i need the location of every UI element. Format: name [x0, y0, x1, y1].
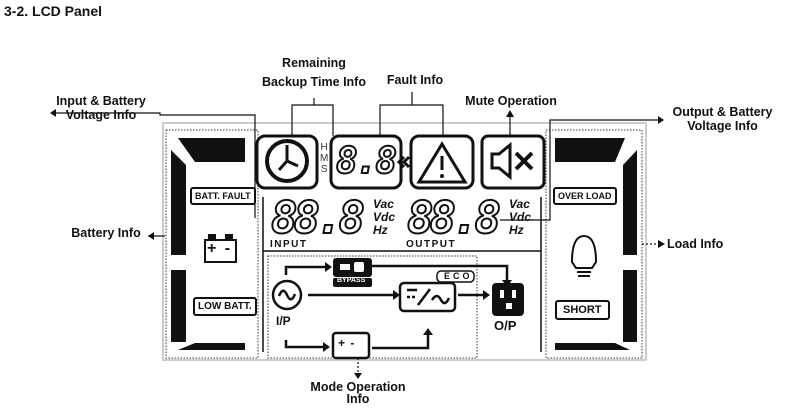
callout-line: Mode Operation	[310, 380, 406, 394]
unit-m: M	[320, 153, 329, 164]
batt-fault-indicator: BATT. FAULT	[190, 187, 256, 205]
callout-output-battery: Output & Battery Voltage Info	[665, 105, 780, 133]
outlet-icon	[492, 283, 524, 316]
callout-line: Voltage Info	[65, 108, 137, 122]
callout-line: Input & Battery	[56, 94, 146, 108]
callout-remaining-backup: Remaining Backup Time Info	[262, 56, 366, 89]
output-label: OUTPUT	[406, 239, 457, 250]
callout-mute: Mute Operation	[465, 94, 557, 108]
output-digits: 88.8	[406, 193, 502, 244]
clock-box	[255, 134, 319, 190]
input-units: Vac Vdc Hz	[373, 198, 395, 237]
battery-zone	[165, 129, 259, 359]
callout-line: Info	[346, 392, 370, 406]
callout-line: Voltage Info	[687, 119, 758, 133]
battery-mode-icon	[331, 331, 371, 360]
clock-icon	[265, 139, 309, 183]
unit-hz: Hz	[373, 223, 388, 237]
callout-input-battery: Input & Battery Voltage Info	[50, 94, 152, 122]
battery-mode-symbol: + -	[338, 336, 356, 350]
ac-input-icon	[271, 279, 303, 311]
mode-zone	[267, 255, 478, 359]
op-label: O/P	[494, 318, 517, 333]
bulb-icon	[570, 234, 598, 277]
input-label: INPUT	[270, 239, 308, 250]
battery-symbol: + -	[207, 240, 233, 257]
battery-icon	[204, 234, 237, 263]
chevron-left-icon	[396, 155, 411, 169]
battery-level-bars	[171, 138, 245, 350]
section-title: 3-2. LCD Panel	[4, 3, 103, 19]
unit-h: H	[320, 142, 328, 153]
bypass-plug-icon	[333, 258, 372, 277]
overload-indicator: OVER LOAD	[553, 187, 617, 205]
unit-vac: Vac	[509, 197, 530, 211]
unit-vdc: Vdc	[509, 210, 532, 224]
panel-frame	[162, 122, 647, 361]
load-level-bars	[555, 138, 637, 350]
low-batt-indicator: LOW BATT.	[193, 297, 257, 316]
callout-line: Output & Battery	[672, 105, 773, 119]
output-units: Vac Vdc Hz	[509, 198, 531, 237]
input-digits: 88.8	[270, 193, 366, 244]
time-digits: 8.8	[335, 140, 398, 183]
unit-s: S	[320, 164, 328, 175]
short-indicator: SHORT	[555, 300, 610, 320]
callout-line: Remaining	[282, 56, 346, 70]
callout-line: Backup Time Info	[262, 75, 366, 89]
eco-label: ECO	[444, 271, 473, 281]
callout-mode: Mode Operation Info	[300, 380, 416, 406]
ip-label: I/P	[276, 314, 291, 328]
callout-fault: Fault Info	[386, 73, 444, 87]
callout-load: Load Info	[667, 237, 724, 251]
mute-icon	[490, 141, 534, 181]
bypass-label: BYPASS	[337, 277, 366, 284]
time-units: H M S	[320, 142, 328, 175]
unit-vac: Vac	[373, 197, 394, 211]
unit-hz: Hz	[509, 223, 524, 237]
callout-battery: Battery Info	[71, 226, 141, 240]
unit-vdc: Vdc	[373, 210, 396, 224]
warning-icon	[416, 141, 468, 184]
inverter-icon	[398, 281, 457, 313]
